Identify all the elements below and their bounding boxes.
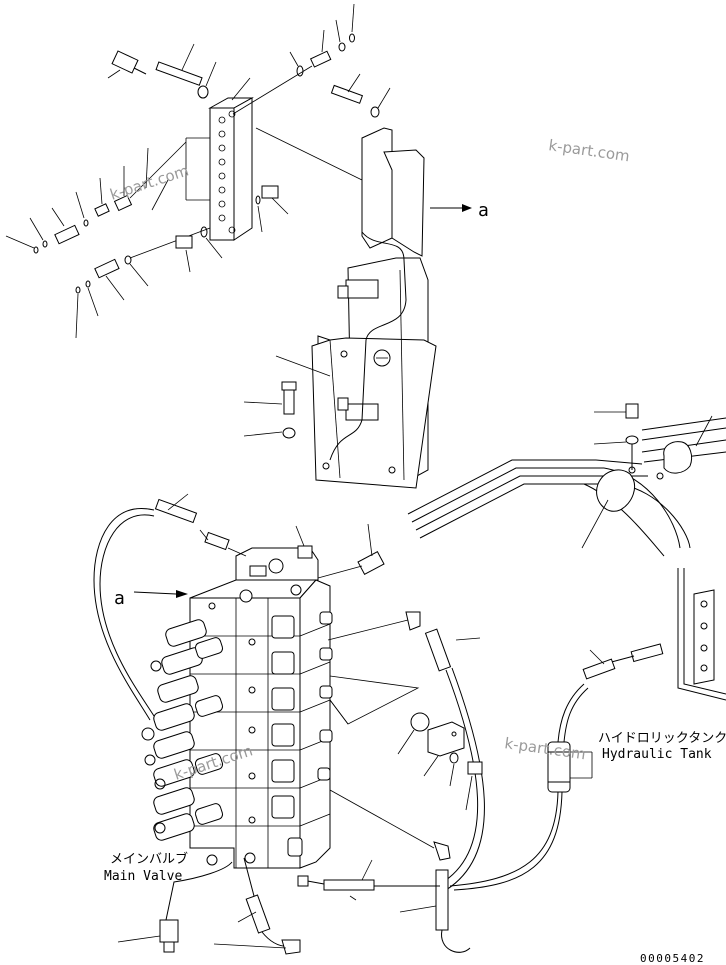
main-valve [133, 547, 333, 869]
manifold-block [185, 97, 254, 241]
callout-a-left: a [114, 588, 125, 609]
watermark-mid-right: k-part.com [503, 734, 586, 763]
callout-a-top: a [478, 200, 489, 221]
valve-attachments [93, 493, 485, 955]
hose-bundle [407, 403, 726, 557]
drawing-number: 00005402 [640, 952, 705, 965]
hydraulic-tank-label-jp: ハイドロリックタンク [598, 731, 726, 746]
watermark-top-left: k-part.com [108, 161, 191, 203]
watermark-top-right: k-part.com [547, 136, 630, 165]
hydraulic-tank-label-en: Hydraulic Tank [602, 747, 712, 762]
bracket-assembly [243, 127, 472, 489]
top-fittings [107, 3, 391, 118]
main-valve-label-jp: メインバルブ [110, 851, 188, 867]
main-valve-label-en: Main Valve [104, 869, 182, 884]
tank-plate [449, 568, 726, 891]
left-fittings [5, 141, 289, 339]
